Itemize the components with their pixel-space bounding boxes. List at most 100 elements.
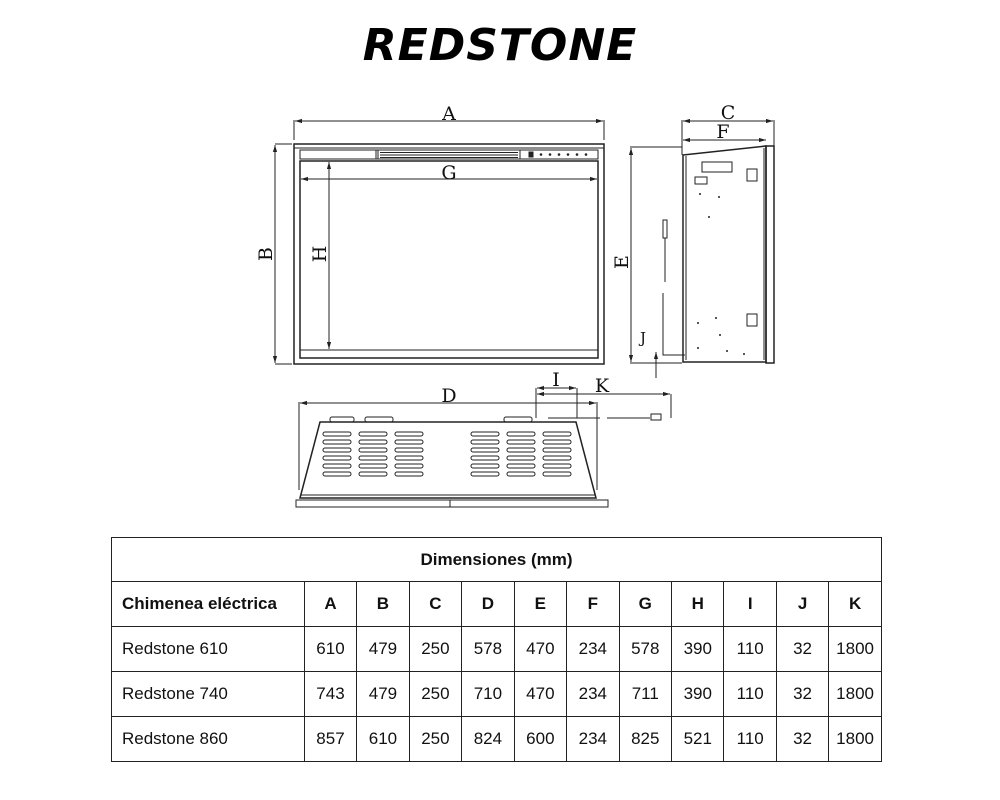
label-a: A — [441, 103, 456, 125]
cell: 32 — [775, 626, 830, 672]
vent-slot — [470, 439, 500, 445]
top-view — [295, 385, 672, 508]
cell: 825 — [618, 716, 673, 762]
label-d: D — [441, 385, 456, 407]
header-c: C — [408, 581, 463, 627]
cell: 710 — [461, 671, 515, 717]
cell: 234 — [566, 671, 620, 717]
vent-slot — [394, 431, 424, 437]
vent-slot — [322, 471, 352, 477]
header-a: A — [303, 581, 358, 627]
cell: 390 — [671, 626, 725, 672]
vent-slot — [470, 431, 500, 437]
vent-slot — [358, 463, 388, 469]
table-row: Redstone 740 743 479 250 710 470 234 711… — [111, 671, 882, 717]
label-e: E — [611, 255, 633, 269]
cell: 578 — [461, 626, 515, 672]
vent-slot — [542, 471, 572, 477]
cell: 470 — [513, 671, 568, 717]
label-b: B — [255, 247, 277, 261]
cell: 470 — [513, 626, 568, 672]
vent-slot — [470, 455, 500, 461]
table-row: Redstone 860 857 610 250 824 600 234 825… — [111, 716, 882, 762]
label-plate — [701, 161, 733, 173]
fireplace-frame — [293, 143, 605, 365]
cell: 479 — [356, 671, 410, 717]
header-i: I — [723, 581, 777, 627]
vent-slot — [506, 447, 536, 453]
header-b: B — [356, 581, 410, 627]
vent-slot — [542, 439, 572, 445]
cell: 610 — [356, 716, 410, 762]
vent-slot — [322, 455, 352, 461]
side-view — [628, 118, 775, 378]
vent-slot — [322, 447, 352, 453]
vent-slot — [506, 439, 536, 445]
cell: 234 — [566, 716, 620, 762]
label-h: H — [309, 246, 331, 263]
label-f: F — [716, 121, 729, 143]
header-model: Chimenea eléctrica — [111, 581, 305, 627]
vent-slot — [322, 463, 352, 469]
label-j: J — [638, 329, 646, 347]
vent-slot — [542, 455, 572, 461]
header-e: E — [513, 581, 568, 627]
vent-slot — [322, 431, 352, 437]
connector-icon — [694, 176, 708, 185]
vent-slot — [322, 439, 352, 445]
plug-icon — [662, 219, 668, 239]
vent-slot — [394, 439, 424, 445]
cell-model: Redstone 610 — [111, 626, 305, 672]
vent-slot — [394, 463, 424, 469]
cell: 521 — [671, 716, 725, 762]
cell: 32 — [775, 671, 830, 717]
cell: 110 — [723, 626, 777, 672]
vent-slot — [358, 447, 388, 453]
table-row: Redstone 610 610 479 250 578 470 234 578… — [111, 626, 882, 672]
cell: 711 — [618, 671, 673, 717]
header-h: H — [671, 581, 725, 627]
technical-drawing: A G B H C F E J — [255, 102, 775, 508]
vent-slots — [322, 431, 572, 477]
cell-model: Redstone 860 — [111, 716, 305, 762]
cell: 1800 — [828, 626, 882, 672]
vent-slot — [394, 455, 424, 461]
vent-slot — [358, 471, 388, 477]
label-i: I — [552, 369, 560, 391]
vent-grille — [380, 152, 518, 158]
vent-slot — [542, 447, 572, 453]
vent-slot — [358, 439, 388, 445]
header-d: D — [461, 581, 515, 627]
power-button-icon — [528, 151, 534, 158]
cell: 610 — [303, 626, 358, 672]
header-f: F — [566, 581, 620, 627]
header-g: G — [618, 581, 673, 627]
cell: 600 — [513, 716, 568, 762]
label-c: C — [721, 102, 736, 124]
vent-slot — [506, 471, 536, 477]
vent-slot — [394, 447, 424, 453]
front-view — [272, 118, 605, 365]
firebox-window — [299, 160, 599, 359]
bracket-bottom — [746, 313, 758, 327]
cell: 250 — [408, 626, 463, 672]
cell: 32 — [775, 716, 830, 762]
vent-slot — [470, 447, 500, 453]
vent-slot — [470, 471, 500, 477]
cell: 250 — [408, 671, 463, 717]
cell: 743 — [303, 671, 358, 717]
plug-icon-top — [650, 413, 662, 421]
cell: 824 — [461, 716, 515, 762]
vent-slot — [470, 463, 500, 469]
cell: 234 — [566, 626, 620, 672]
table-header-row: Chimenea eléctrica A B C D E F G H I J K — [111, 581, 882, 627]
control-buttons — [539, 153, 588, 156]
vent-slot — [506, 463, 536, 469]
vent-slot — [506, 431, 536, 437]
table-caption: Dimensiones (mm) — [111, 537, 882, 582]
cell: 250 — [408, 716, 463, 762]
housing-outline — [299, 421, 597, 499]
cell: 110 — [723, 671, 777, 717]
label-k: K — [595, 375, 610, 397]
label-g: G — [441, 162, 456, 184]
